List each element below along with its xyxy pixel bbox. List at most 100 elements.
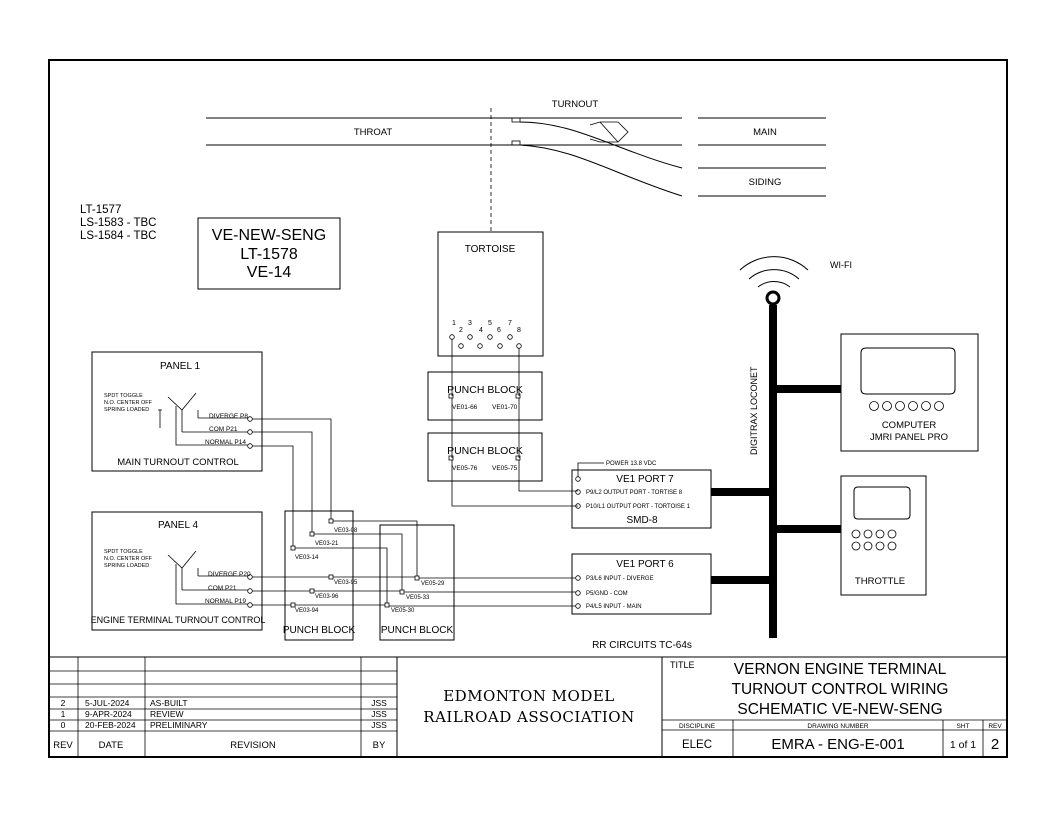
org-name-line1: EDMONTON MODEL bbox=[443, 687, 615, 705]
main-label: MAIN bbox=[753, 127, 777, 138]
revision-row: 1 9-APR-2024 REVIEW JSS bbox=[61, 709, 387, 719]
punch-block-ve03: PUNCH BLOCK VE03-08 VE03-21 VE03-14 VE03… bbox=[283, 510, 358, 641]
tortoise-pin-4: 4 bbox=[479, 327, 483, 334]
throat-label: THROAT bbox=[354, 127, 393, 138]
rev-cell: 1 bbox=[61, 709, 66, 719]
loconet-label: DIGITRAX LOCONET bbox=[749, 366, 759, 455]
note-2: LS-1583 - TBC bbox=[80, 217, 157, 229]
by-header: BY bbox=[373, 740, 386, 751]
panel1-diverge: DIVERGE P8 bbox=[209, 413, 248, 420]
punch-block-ve05-top: PUNCH BLOCK VE05-76 VE05-75 bbox=[427, 432, 543, 482]
revision-row: 0 20-FEB-2024 PRELIMINARY JSS bbox=[61, 720, 387, 730]
punch-ve05b-label-2: VE05-33 bbox=[406, 595, 430, 601]
panel-4: PANEL 4 SPDT TOGGLE N.O. CENTER OFF SPRI… bbox=[91, 511, 266, 631]
port7-title: VE1 PORT 7 bbox=[616, 474, 674, 485]
date-header: DATE bbox=[99, 740, 124, 751]
panel4-diverge: DIVERGE P20 bbox=[208, 571, 251, 578]
punch-ve01-right: VE01-70 bbox=[492, 404, 518, 411]
punch-ve01-title: PUNCH BLOCK bbox=[447, 384, 523, 396]
discipline-value: ELEC bbox=[682, 739, 712, 751]
sht-label: SHT bbox=[957, 723, 970, 730]
rev-cell: 2 bbox=[61, 698, 66, 708]
tortoise-motor: TORTOISE 1 3 5 7 2 4 6 8 bbox=[437, 231, 544, 357]
panel-wiring bbox=[252, 418, 576, 607]
loconet-bus bbox=[711, 305, 841, 638]
by-cell: JSS bbox=[371, 698, 387, 708]
tortoise-pin-6: 6 bbox=[497, 327, 501, 334]
rev-label: REV bbox=[988, 723, 1002, 730]
punch-ve05b-label-3: VE05-30 bbox=[391, 608, 415, 614]
title-label: TITLE bbox=[670, 660, 695, 670]
title-line3: SCHEMATIC VE-NEW-SENG bbox=[737, 701, 942, 718]
rev-cell: 0 bbox=[61, 720, 66, 730]
date-cell: 9-APR-2024 bbox=[85, 709, 132, 719]
throttle-box: THROTTLE bbox=[840, 475, 927, 596]
punch-ve03-label-6: VE03-94 bbox=[295, 608, 319, 614]
punch-ve05b-label-1: VE05-29 bbox=[421, 581, 445, 587]
tortoise-pin-5: 5 bbox=[488, 320, 492, 327]
computer-box: COMPUTER JMRI PANEL PRO bbox=[840, 333, 979, 452]
wifi-icon bbox=[739, 256, 809, 306]
revision-cell: AS-BUILT bbox=[150, 698, 188, 708]
revision-cell: REVIEW bbox=[150, 709, 184, 719]
revision-header: REVISION bbox=[230, 740, 276, 751]
panel1-title: PANEL 1 bbox=[160, 361, 200, 372]
revision-row: 2 5-JUL-2024 AS-BUILT JSS bbox=[61, 698, 387, 708]
punch-ve05b-title: PUNCH BLOCK bbox=[381, 625, 454, 636]
punch-ve03-label-2: VE03-21 bbox=[315, 541, 339, 547]
panel4-title: PANEL 4 bbox=[158, 520, 198, 531]
punch-ve03-label-3: VE03-14 bbox=[295, 555, 319, 561]
drawing-border bbox=[48, 59, 1008, 758]
panel4-com: COM P21 bbox=[208, 585, 237, 592]
by-cell: JSS bbox=[371, 709, 387, 719]
panel1-desc-1: SPDT TOGGLE bbox=[104, 393, 143, 399]
punch-ve05-right: VE05-75 bbox=[492, 465, 518, 472]
ve-box-line1: VE-NEW-SENG bbox=[212, 227, 326, 244]
panel4-desc-3: SPRING LOADED bbox=[104, 563, 149, 569]
computer-line1: COMPUTER bbox=[882, 420, 937, 431]
port7-footer: SMD-8 bbox=[626, 515, 658, 526]
punch-ve01-left: VE01-66 bbox=[452, 404, 478, 411]
tortoise-pin-8: 8 bbox=[517, 327, 521, 334]
track-diagram: TURNOUT THROAT MAIN SIDING bbox=[206, 99, 826, 232]
ve-label-box: VE-NEW-SENG LT-1578 VE-14 bbox=[197, 217, 341, 290]
turnout-label: TURNOUT bbox=[552, 99, 599, 110]
panel4-footer: ENGINE TERMINAL TURNOUT CONTROL bbox=[91, 615, 266, 625]
punch-ve05-title: PUNCH BLOCK bbox=[447, 445, 523, 457]
sht-value: 1 of 1 bbox=[950, 739, 976, 751]
punch-block-ve01: PUNCH BLOCK VE01-66 VE01-70 bbox=[427, 371, 543, 421]
panel-1: PANEL 1 SPDT TOGGLE N.O. CENTER OFF SPRI… bbox=[91, 351, 263, 472]
title-info: TITLE VERNON ENGINE TERMINAL TURNOUT CON… bbox=[670, 660, 1002, 753]
rr-circuits-label: RR CIRCUITS TC-64s bbox=[592, 640, 692, 651]
punch-ve03-label-1: VE03-08 bbox=[334, 528, 358, 534]
port6-p3: P4/L5 INPUT - MAIN bbox=[586, 604, 642, 610]
tortoise-wiring bbox=[451, 339, 578, 507]
drawing-number-label: DRAWING NUMBER bbox=[807, 723, 868, 730]
port7-p1: P9/L2 OUTPUT PORT - TORTISE 8 bbox=[586, 490, 683, 496]
title-line2: TURNOUT CONTROL WIRING bbox=[732, 681, 949, 698]
panel4-desc-2: N.O. CENTER OFF bbox=[104, 556, 153, 562]
revision-cell: PRELIMINARY bbox=[150, 720, 208, 730]
tortoise-pin-7: 7 bbox=[508, 320, 512, 327]
port6-p2: P5/GND - COM bbox=[586, 591, 628, 597]
title-line1: VERNON ENGINE TERMINAL bbox=[734, 661, 947, 678]
panel4-desc-1: SPDT TOGGLE bbox=[104, 549, 143, 555]
note-3: LS-1584 - TBC bbox=[80, 230, 157, 242]
port6-title: VE1 PORT 6 bbox=[616, 559, 674, 570]
title-block bbox=[49, 656, 1007, 757]
rev-value: 2 bbox=[991, 736, 999, 753]
punch-ve05-left: VE05-76 bbox=[452, 465, 478, 472]
note-1: LT-1577 bbox=[80, 204, 121, 216]
panel1-com: COM P21 bbox=[209, 426, 238, 433]
panel1-desc-3: SPRING LOADED bbox=[104, 407, 149, 413]
discipline-label: DISCIPLINE bbox=[679, 723, 716, 730]
org-name-line2: RAILROAD ASSOCIATION bbox=[423, 708, 634, 726]
tortoise-pin-2: 2 bbox=[459, 327, 463, 334]
port7-p2: P10/L1 OUTPUT PORT - TORTOISE 1 bbox=[586, 504, 691, 510]
ve-box-line3: VE-14 bbox=[247, 264, 292, 281]
date-cell: 20-FEB-2024 bbox=[85, 720, 136, 730]
punch-ve03-label-4: VE03-95 bbox=[334, 580, 358, 586]
panel1-normal: NORMAL P14 bbox=[205, 439, 246, 446]
ve1-port7-box: POWER 13.8 VDC VE1 PORT 7 P9/L2 OUTPUT P… bbox=[571, 461, 712, 529]
